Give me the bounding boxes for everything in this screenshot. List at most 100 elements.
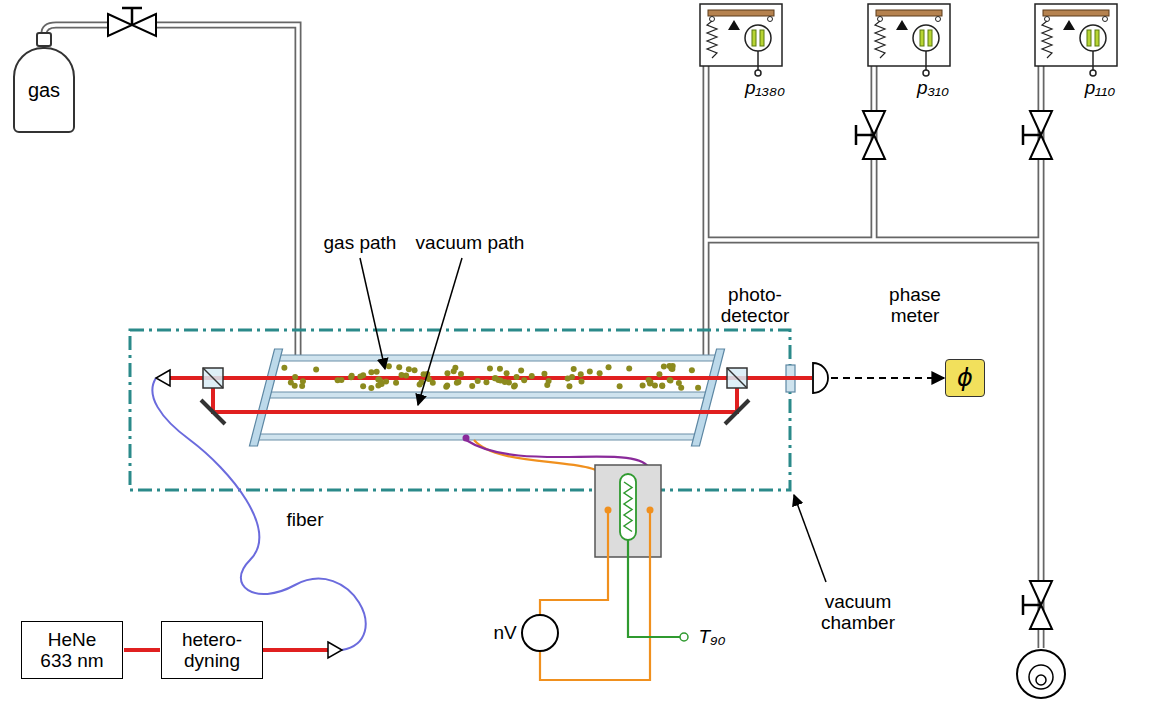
gas-particle	[689, 367, 695, 373]
gas-particle	[374, 369, 380, 375]
heterodyning-box: hetero- dyning	[161, 621, 263, 680]
gas-particle	[469, 383, 475, 389]
gas-particle	[512, 383, 518, 389]
leader-arrow	[360, 258, 385, 369]
gas-particle	[514, 374, 520, 380]
vacuum-chamber-outline	[130, 330, 790, 490]
gas-particle	[676, 380, 682, 386]
gas-particle	[521, 377, 527, 383]
pipe-wall	[156, 25, 298, 356]
fiber-coupler	[328, 642, 342, 658]
node-text: hetero- dyning	[176, 629, 248, 672]
gas-particle	[368, 369, 374, 375]
part-label: vacuum chamber	[813, 591, 903, 634]
laser-beam	[213, 388, 737, 412]
wire-junction	[647, 507, 654, 514]
gas-particle	[565, 375, 571, 381]
pressure-gauge	[1035, 4, 1117, 76]
gas-particle	[396, 364, 402, 370]
gas-particle	[652, 382, 658, 388]
beam-splitter	[203, 368, 223, 388]
gas-particle	[288, 380, 294, 386]
label-box: T₉₀	[698, 626, 725, 647]
gas-cylinder: gas	[13, 47, 75, 133]
gas-particle	[518, 368, 524, 374]
gas-particle	[335, 377, 341, 383]
pressure-gauge	[868, 4, 950, 76]
mirror	[201, 400, 225, 424]
gas-particle	[498, 378, 504, 384]
node-text: gas	[28, 79, 60, 101]
cell-wall	[275, 355, 719, 361]
gas-particle	[368, 385, 374, 391]
valve-symbol	[1023, 111, 1052, 159]
valve-symbol	[108, 8, 156, 36]
connector	[124, 648, 160, 652]
label-box: p₃₁₀	[917, 77, 949, 98]
valve-symbol	[1023, 581, 1052, 629]
thermometer-wire	[628, 540, 680, 637]
gas-particle	[399, 372, 405, 378]
gas-particle	[386, 363, 392, 369]
gas-particle	[626, 365, 632, 371]
gas-particle	[667, 377, 673, 383]
gas-particle	[617, 383, 623, 389]
gas-particle	[406, 366, 412, 372]
vacuum-pump	[1017, 650, 1065, 698]
gas-particle	[444, 382, 450, 388]
part-label: p₁₁₀	[1085, 77, 1116, 98]
connector	[831, 377, 944, 379]
cell-wall	[266, 392, 710, 398]
gas-particle	[497, 366, 503, 372]
optical-fiber	[152, 378, 365, 650]
cell-window	[249, 349, 282, 446]
gas-particle	[659, 383, 665, 389]
terminal	[680, 633, 688, 641]
leader-arrow	[794, 495, 826, 582]
gas-particle	[504, 370, 510, 376]
gas-particle	[475, 378, 481, 384]
gas-particle	[430, 380, 436, 386]
pipe-bore	[156, 25, 298, 356]
gas-particle	[661, 363, 667, 369]
gas-particle	[383, 379, 389, 385]
leader-arrow	[418, 258, 462, 405]
thermocouple-wire	[540, 510, 608, 615]
gas-particle	[579, 378, 585, 384]
thermometer-coil	[624, 482, 632, 532]
gas-particle	[656, 371, 662, 377]
gas-particle	[597, 370, 603, 376]
mirror	[725, 400, 749, 424]
valve-symbol	[856, 111, 885, 159]
pipe-bore	[44, 25, 108, 34]
gas-particle	[544, 382, 550, 388]
gas-particle	[455, 379, 461, 385]
cylinder-neck	[37, 33, 51, 46]
wire-junction	[605, 507, 612, 514]
gas-particle	[483, 379, 489, 385]
laser-box: HeNe 633 nm	[21, 621, 123, 680]
gas-particle	[606, 364, 612, 370]
gas-particle	[393, 380, 399, 386]
pipe-bore	[704, 66, 708, 356]
gas-particle	[458, 371, 464, 377]
gas-particles	[281, 363, 701, 391]
label-box: vacuum path	[416, 232, 525, 253]
gas-particle	[375, 382, 381, 388]
gas-particle	[451, 368, 457, 374]
wire-junction	[463, 435, 470, 442]
beam-splitter	[727, 368, 747, 388]
pressure-gauge	[700, 4, 782, 76]
gas-particle	[292, 374, 298, 380]
pipe-wall	[703, 66, 710, 356]
gas-particle	[506, 380, 512, 386]
phase-meter-box: ϕ	[945, 359, 985, 397]
pipe-wall	[44, 25, 108, 34]
gas-particle	[541, 371, 547, 377]
label-box: p₁₁₀	[1085, 77, 1116, 98]
label-box: fiber	[287, 509, 324, 530]
gas-particle	[412, 367, 418, 373]
